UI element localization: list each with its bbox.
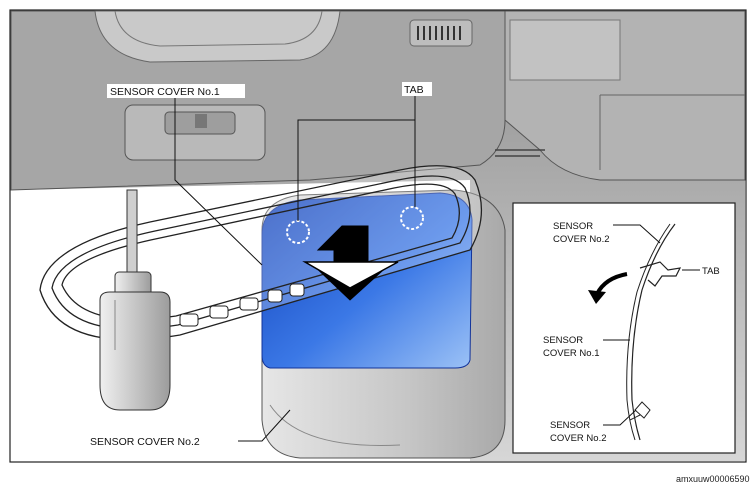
leader-lines xyxy=(174,95,416,442)
wiring-connector xyxy=(99,189,171,411)
leader-sensor-cover-1 xyxy=(174,98,263,266)
vent-icon xyxy=(409,19,473,47)
label-sensor-cover-2: SENSOR COVER No.2 xyxy=(90,436,200,448)
callout-sensor-cover-1: SENSOR COVER No.1 xyxy=(107,84,245,98)
inset-label-cover-2-top-1: SENSOR xyxy=(553,221,593,232)
inset-label-cover-2-bottom-1: SENSOR xyxy=(550,420,590,431)
removal-direction-arrow-icon xyxy=(302,225,399,301)
tab-circle-right xyxy=(400,206,424,230)
inset-cover-no2-profile xyxy=(631,223,676,441)
inset-label-cover-1-2: COVER No.1 xyxy=(543,348,600,359)
cross-section-inset: SENSOR COVER No.2 TAB SENSOR COVER No.1 … xyxy=(512,202,736,454)
inset-label-cover-1-1: SENSOR xyxy=(543,335,583,346)
leader-sensor-cover-2 xyxy=(238,409,291,442)
callout-sensor-cover-2: SENSOR COVER No.2 xyxy=(88,434,238,448)
inset-label-cover-2-top-2: COVER No.2 xyxy=(553,234,610,245)
curved-rotate-arrow-icon xyxy=(588,272,628,304)
leader-tab xyxy=(297,95,416,221)
callout-tab: TAB xyxy=(402,82,432,96)
label-sensor-cover-1: SENSOR COVER No.1 xyxy=(110,86,220,98)
inset-label-tab: TAB xyxy=(702,266,720,277)
label-tab: TAB xyxy=(404,84,424,96)
inset-tab-hook xyxy=(639,261,682,287)
figure-caption: amxuuw00006590 xyxy=(676,474,750,484)
inset-label-cover-2-bottom-2: COVER No.2 xyxy=(550,433,607,444)
